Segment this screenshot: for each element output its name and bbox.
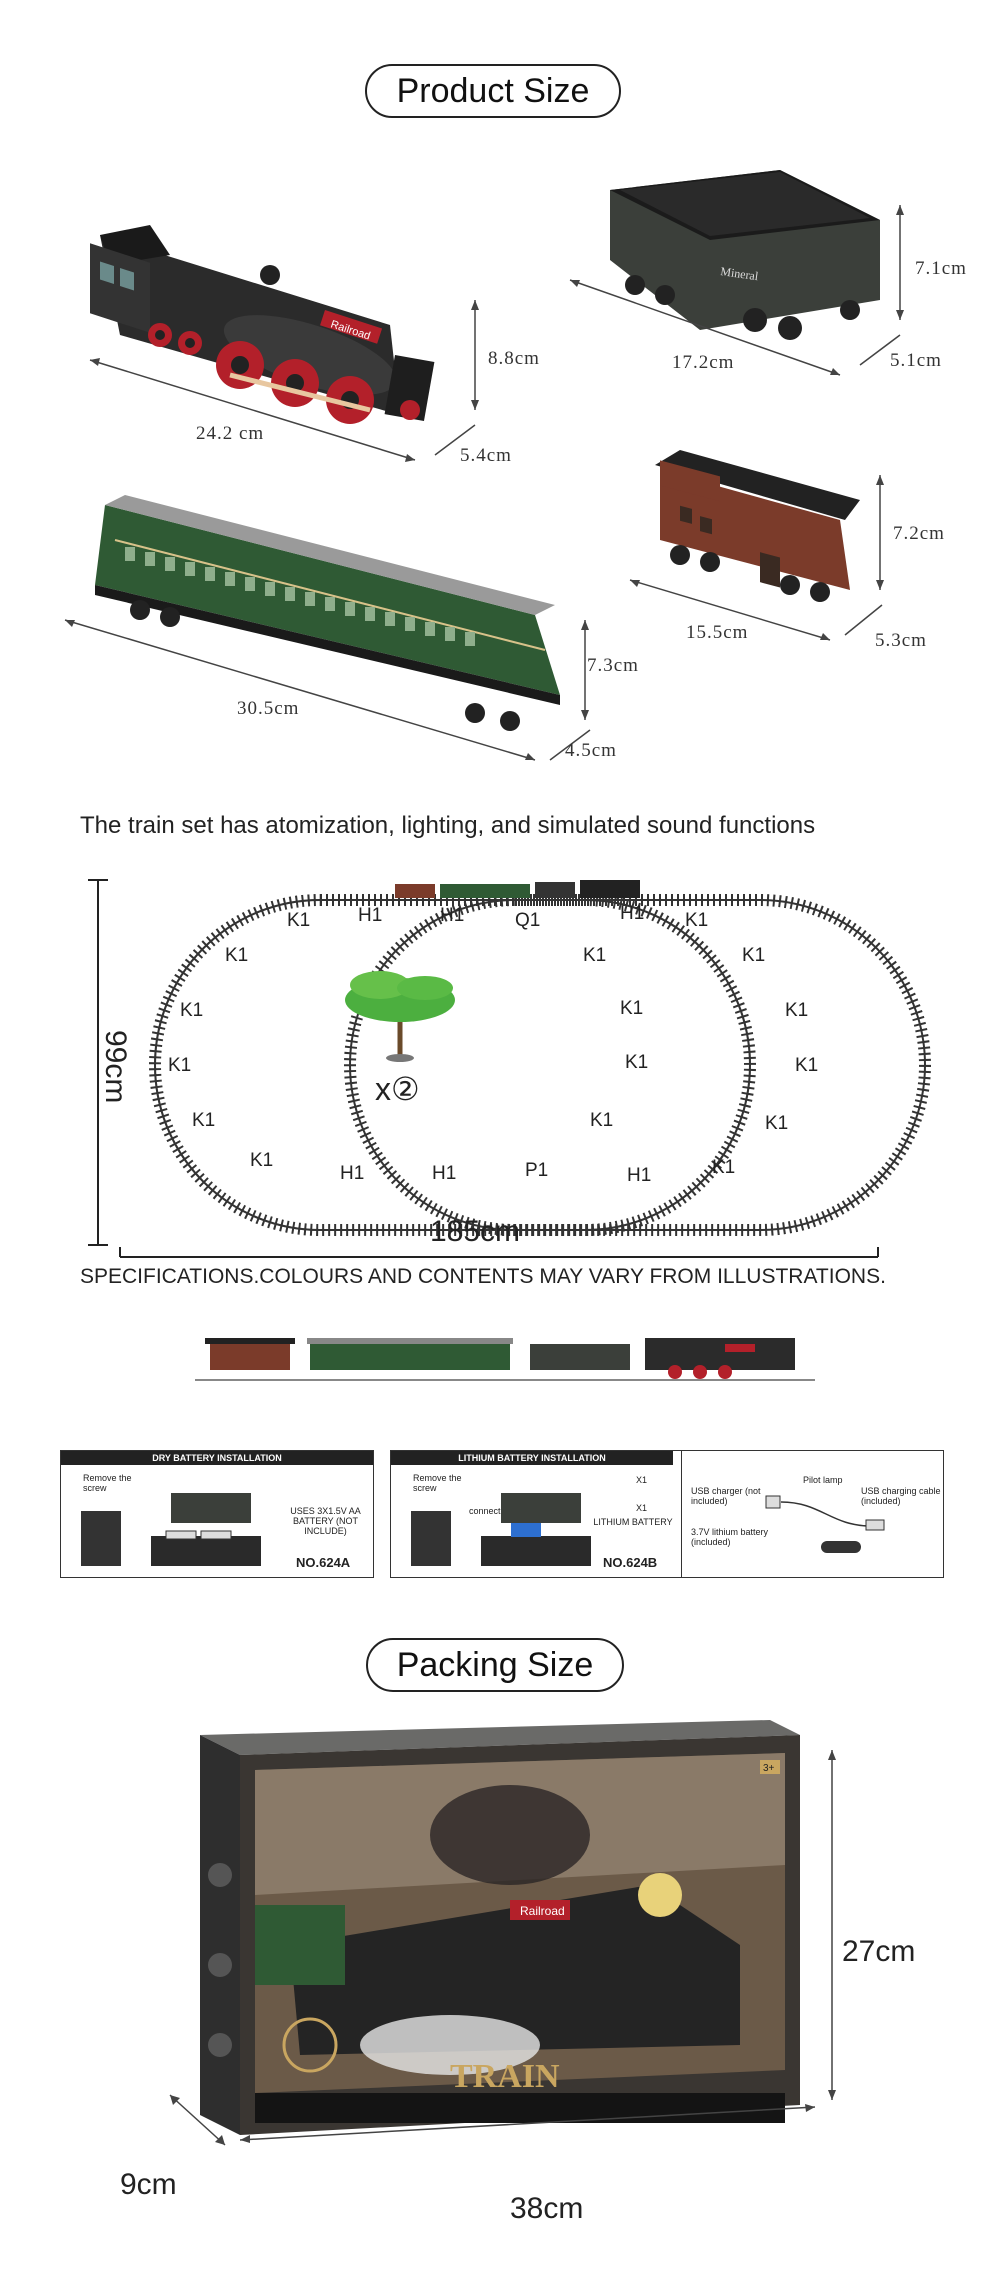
track-label: P1 — [525, 1160, 549, 1181]
track-label: K1 — [287, 910, 311, 931]
track-label: H1 — [627, 1165, 652, 1186]
pilot-lamp-label: Pilot lamp — [803, 1475, 843, 1485]
track-label: K1 — [620, 998, 644, 1019]
product-size-heading: Product Size — [365, 64, 621, 118]
track-label: H1 — [432, 1163, 457, 1184]
passenger-car-length: 30.5cm — [237, 698, 300, 719]
lithium-battery-diagram — [411, 1493, 591, 1566]
caboose-width: 5.3cm — [875, 630, 927, 651]
caboose-height: 7.2cm — [893, 523, 945, 544]
track-label: K1 — [685, 910, 709, 931]
box-title: TRAIN — [450, 2058, 560, 2095]
locomotive-width: 5.4cm — [460, 445, 512, 466]
coal-tender-length: 17.2cm — [672, 352, 735, 373]
dry-battery-text: USES 3X1.5V AA BATTERY (NOT INCLUDE) — [290, 1506, 361, 1536]
passenger-car-width: 4.5cm — [565, 740, 617, 761]
tree-count: x② — [375, 1071, 420, 1107]
track-label: K1 — [168, 1055, 192, 1076]
locomotive-image: Railroad — [90, 225, 435, 424]
packing-height: 27cm — [842, 1935, 916, 1968]
track-height: 99cm — [99, 1030, 132, 1104]
coal-tender-image: Mineral — [610, 170, 880, 340]
locomotive-length: 24.2 cm — [196, 423, 265, 444]
track-label: K1 — [795, 1055, 819, 1076]
locomotive-dimension-lines — [89, 300, 479, 462]
caboose-image — [655, 450, 860, 602]
lithium-battery-panel: LITHIUM BATTERY INSTALLATION Remove the … — [390, 1450, 944, 1578]
track-label: K1 — [625, 1052, 649, 1073]
usb-cable-diagram — [765, 1495, 885, 1553]
box-railroad-badge: Railroad — [520, 1904, 565, 1918]
track-label: H1 — [358, 905, 383, 926]
packing-dimension-lines — [169, 1750, 836, 2146]
track-label: Q1 — [515, 910, 541, 931]
x1-label: X1 — [636, 1503, 648, 1513]
caboose-dimension-lines — [629, 475, 884, 641]
track-label: K1 — [180, 1000, 204, 1021]
usb-charger-label: USB charger (not included) — [691, 1486, 761, 1506]
features-text: The train set has atomization, lighting,… — [80, 812, 816, 839]
dry-battery-title: DRY BATTERY INSTALLATION — [61, 1451, 373, 1465]
remove-screw-label: Remove the screw — [83, 1473, 132, 1493]
panel-divider — [681, 1451, 682, 1577]
track-label: H1 — [340, 1163, 365, 1184]
disclaimer: SPECIFICATIONS.COLOURS AND CONTENTS MAY … — [80, 1265, 886, 1288]
track-layout — [88, 879, 931, 1258]
passenger-car-dimension-lines — [64, 619, 591, 761]
lithium-battery-model: NO.624B — [603, 1555, 658, 1570]
passenger-car-height: 7.3cm — [587, 655, 639, 676]
track-label: H1 — [620, 903, 645, 924]
track-label: K1 — [250, 1150, 274, 1171]
remove-screw-label: Remove the screw — [413, 1473, 462, 1493]
coal-tender-width: 5.1cm — [890, 350, 942, 371]
track-label: K1 — [225, 945, 249, 966]
track-label: K1 — [192, 1110, 216, 1131]
track-label: K1 — [765, 1113, 789, 1134]
track-label: K1 — [712, 1157, 736, 1178]
x1-label: X1 — [636, 1475, 648, 1485]
locomotive-height: 8.8cm — [488, 348, 540, 369]
packing-size-heading: Packing Size — [366, 1638, 624, 1692]
lithium-cell-label: 3.7V lithium battery (included) — [691, 1527, 769, 1547]
caboose-length: 15.5cm — [686, 622, 749, 643]
box-age-label: 3+ — [763, 1763, 775, 1774]
coal-tender-dimension-lines — [569, 205, 904, 376]
track-label: H1 — [440, 905, 465, 926]
track-width: 185cm — [430, 1215, 521, 1248]
mineral-label: Mineral — [720, 264, 760, 283]
packing-box-image: Railroad 3+ TRAIN — [200, 1720, 800, 2135]
track-label: K1 — [590, 1110, 614, 1131]
track-label: K1 — [583, 945, 607, 966]
dry-battery-diagram — [81, 1493, 261, 1566]
passenger-car-image — [95, 495, 560, 731]
track-label: K1 — [785, 1000, 809, 1021]
track-label: K1 — [742, 945, 766, 966]
dry-battery-model: NO.624A — [296, 1555, 351, 1570]
connect-label: connect — [469, 1506, 501, 1516]
usb-cable-label: USB charging cable (included) — [861, 1486, 941, 1506]
packing-depth: 9cm — [120, 2168, 177, 2201]
coal-tender-height: 7.1cm — [915, 258, 967, 279]
packing-length: 38cm — [510, 2192, 584, 2225]
lithium-battery-text: LITHIUM BATTERY — [593, 1517, 673, 1527]
dry-battery-panel: DRY BATTERY INSTALLATION Remove the scre… — [60, 1450, 374, 1578]
train-strip-image — [195, 1338, 815, 1381]
lithium-battery-title: LITHIUM BATTERY INSTALLATION — [391, 1451, 673, 1465]
